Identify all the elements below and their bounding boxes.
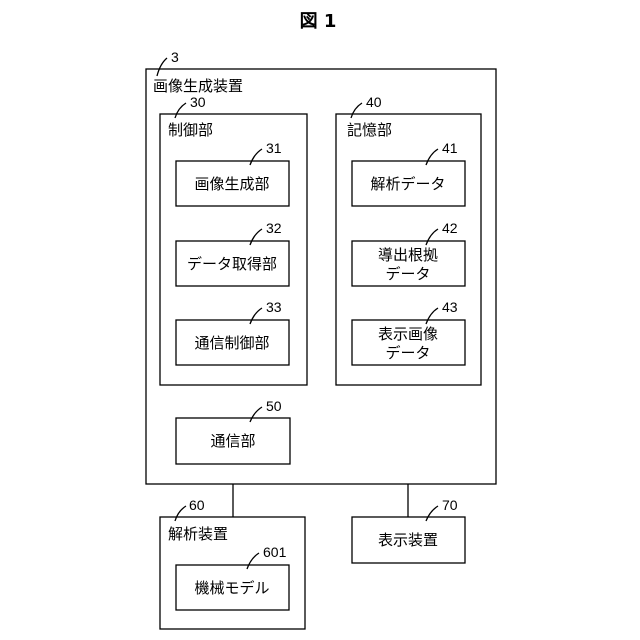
storage-ref: 40 [366, 94, 382, 110]
communication-control-unit-ref: 33 [266, 299, 282, 315]
control-label: 制御部 [168, 121, 213, 139]
device-ref: 3 [171, 49, 179, 65]
data-acquisition-unit-label: データ取得部 [187, 255, 277, 273]
derivation-basis-data-ref: 42 [442, 220, 458, 236]
communication-unit-ref: 50 [266, 398, 282, 414]
device-label: 画像生成装置 [153, 77, 243, 95]
machine-model-ref: 601 [263, 544, 287, 560]
image-generation-unit-label: 画像生成部 [194, 175, 269, 193]
communication-control-unit-label: 通信制御部 [194, 334, 269, 352]
analysis-device-ref: 60 [189, 497, 205, 513]
analysis-data-ref: 41 [442, 140, 458, 156]
control-ref: 30 [190, 94, 206, 110]
image-generation-unit-ref: 31 [266, 140, 282, 156]
communication-unit-label: 通信部 [210, 432, 255, 450]
storage-label: 記憶部 [347, 121, 392, 139]
figure-title: 図 1 [300, 11, 337, 32]
analysis-data-label: 解析データ [370, 175, 445, 193]
display-image-data-ref: 43 [442, 299, 458, 315]
display-device-ref: 70 [442, 497, 458, 513]
display-image-data-label-line1: 表示画像 [378, 325, 438, 343]
display-device-label: 表示装置 [378, 531, 438, 549]
derivation-basis-data-label-line2: データ [385, 265, 430, 283]
analysis-device-label: 解析装置 [168, 525, 228, 543]
display-image-data-label-line2: データ [385, 344, 430, 362]
machine-model-label: 機械モデル [194, 579, 269, 597]
data-acquisition-unit-ref: 32 [266, 220, 282, 236]
derivation-basis-data-label-line1: 導出根拠 [378, 246, 438, 264]
